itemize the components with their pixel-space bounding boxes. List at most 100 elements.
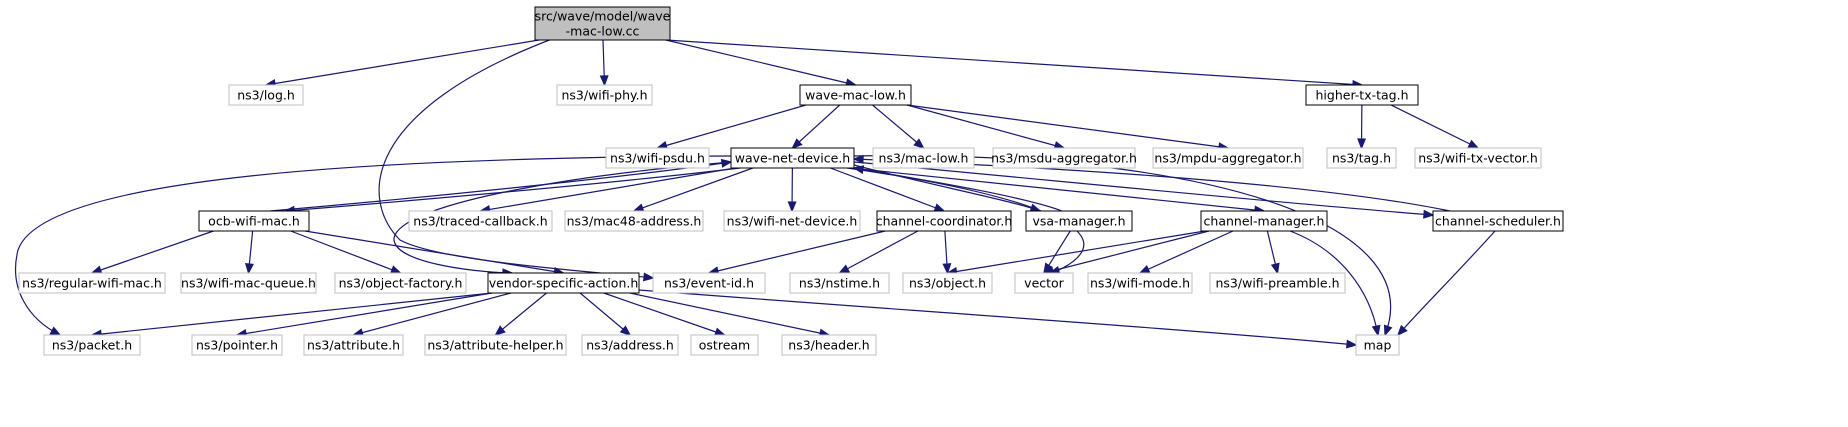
nodes-layer: src/wave/model/wave-mac-low.cc ns3/log.h n… bbox=[18, 6, 1564, 356]
edge-wavenetdevice-to-vsamanager bbox=[853, 164, 1042, 213]
node-channelmanager[interactable]: channel-manager.h bbox=[1200, 210, 1328, 232]
node-label: ns3/mac-low.h bbox=[879, 151, 969, 166]
node-label: ns3/regular-wifi-mac.h bbox=[22, 276, 162, 291]
node-ocbwifimac[interactable]: ocb-wifi-mac.h bbox=[198, 210, 310, 232]
node-wifitxvector: ns3/wifi-tx-vector.h bbox=[1414, 147, 1542, 169]
node-attributehelper: ns3/attribute-helper.h bbox=[424, 334, 567, 356]
node-box bbox=[781, 334, 877, 356]
edge-channelcoordinator-to-object bbox=[942, 230, 952, 275]
node-packet: ns3/packet.h bbox=[43, 334, 141, 356]
node-label: channel-scheduler.h bbox=[1435, 214, 1561, 229]
edge-line bbox=[830, 167, 945, 212]
node-label: vendor-specific-action.h bbox=[489, 276, 639, 291]
edge-line bbox=[665, 39, 1363, 86]
edge-ocbwifimac-to-vendorspecificaction bbox=[304, 230, 566, 276]
edge-line bbox=[629, 292, 830, 336]
edge-line bbox=[1043, 230, 1210, 274]
node-label: ns3/wifi-mode.h bbox=[1090, 276, 1190, 291]
edge-channelmanager-to-wifipreamble bbox=[1266, 230, 1280, 275]
node-box bbox=[902, 272, 993, 294]
edge-line bbox=[393, 161, 733, 274]
edge-arrowhead bbox=[389, 265, 403, 274]
edge-line bbox=[638, 289, 1357, 346]
edge-line bbox=[1289, 230, 1379, 336]
edge-line bbox=[378, 35, 654, 279]
edge-line bbox=[290, 230, 401, 274]
edge-arrowhead bbox=[1383, 324, 1393, 337]
node-box bbox=[605, 147, 710, 169]
node-maclow: ns3/mac-low.h bbox=[872, 147, 975, 169]
node-wavemaclow[interactable]: wave-mac-low.h bbox=[799, 84, 912, 106]
edge-arrowhead bbox=[1371, 324, 1381, 337]
node-label: vector bbox=[1024, 276, 1065, 291]
node-label: ns3/log.h bbox=[237, 88, 295, 103]
edge-arrowhead bbox=[90, 265, 103, 275]
edge-vendorspecificaction-to-attributehelper bbox=[494, 292, 547, 337]
node-msduagg: ns3/msdu-aggregator.h bbox=[991, 147, 1137, 169]
node-label: ns3/wifi-tx-vector.h bbox=[1418, 151, 1538, 166]
node-vsamanager[interactable]: vsa-manager.h bbox=[1025, 210, 1133, 232]
node-wavenetdevice[interactable]: wave-net-device.h bbox=[730, 147, 855, 169]
edge-line bbox=[872, 104, 924, 149]
node-wifimacqueue: ns3/wifi-mac-queue.h bbox=[180, 272, 317, 294]
node-box bbox=[564, 210, 704, 232]
edge-root-to-eventid bbox=[378, 35, 655, 282]
node-box bbox=[43, 334, 141, 356]
node-label: wave-mac-low.h bbox=[805, 88, 906, 103]
node-channelscheduler[interactable]: channel-scheduler.h bbox=[1432, 210, 1564, 232]
edge-arrowhead bbox=[1396, 324, 1408, 337]
node-root[interactable]: src/wave/model/wave-mac-low.cc bbox=[534, 6, 671, 41]
edge-vendorspecificaction-to-address bbox=[579, 292, 632, 337]
edge-line bbox=[91, 230, 214, 274]
edge-line bbox=[284, 167, 741, 212]
edge-channelmanager-to-map bbox=[1289, 230, 1381, 337]
edge-arrowhead bbox=[1357, 138, 1367, 150]
node-box bbox=[556, 84, 653, 106]
node-address: ns3/address.h bbox=[581, 334, 679, 356]
node-label: ns3/attribute.h bbox=[307, 338, 400, 353]
node-box bbox=[180, 272, 317, 294]
node-ostream: ostream bbox=[690, 334, 759, 356]
node-channelcoordinator[interactable]: channel-coordinator.h bbox=[876, 210, 1013, 232]
edge-arrowhead bbox=[599, 75, 609, 87]
edge-line bbox=[265, 39, 540, 86]
node-pointer: ns3/pointer.h bbox=[191, 334, 283, 356]
edge-line bbox=[906, 104, 1065, 149]
edge-wavemaclow-to-msduagg bbox=[906, 104, 1066, 150]
node-box bbox=[1025, 210, 1133, 232]
edge-wavemaclow-to-mpduagg bbox=[906, 104, 1230, 152]
edge-wavemaclow-to-wavenetdevice bbox=[791, 104, 841, 150]
edge-root-to-wifiphy bbox=[599, 39, 609, 87]
node-box bbox=[872, 147, 975, 169]
node-box bbox=[876, 210, 1012, 232]
edge-line bbox=[1397, 230, 1496, 336]
node-label: src/wave/model/wave bbox=[535, 9, 671, 24]
node-wifiphy: ns3/wifi-phy.h bbox=[556, 84, 653, 106]
node-object: ns3/object.h bbox=[902, 272, 993, 294]
node-header: ns3/header.h bbox=[781, 334, 877, 356]
node-highertxtag[interactable]: higher-tx-tag.h bbox=[1305, 84, 1419, 106]
edge-line bbox=[839, 230, 919, 274]
edge-line bbox=[1390, 104, 1479, 149]
edge-arrowhead bbox=[933, 203, 946, 212]
edge-line bbox=[947, 230, 1206, 274]
node-box bbox=[799, 84, 912, 106]
node-log: ns3/log.h bbox=[228, 84, 304, 106]
node-box bbox=[1432, 210, 1564, 232]
node-box bbox=[487, 272, 640, 294]
node-label: ns3/nstime.h bbox=[799, 276, 880, 291]
edge-channelcoordinator-to-nstime bbox=[838, 230, 919, 274]
edge-line bbox=[603, 292, 725, 336]
node-label: ns3/address.h bbox=[586, 338, 674, 353]
node-map: map bbox=[1355, 334, 1400, 356]
node-box bbox=[1014, 272, 1074, 294]
edge-line bbox=[579, 292, 631, 336]
node-vendorspecificaction[interactable]: vendor-specific-action.h bbox=[487, 272, 640, 294]
edge-line bbox=[1139, 230, 1234, 274]
edge-vendorspecificaction-to-map bbox=[638, 289, 1358, 349]
edge-arrowhead bbox=[244, 263, 254, 275]
edge-arrowhead bbox=[49, 326, 62, 336]
edge-arrowhead bbox=[713, 327, 727, 337]
node-box bbox=[198, 210, 310, 232]
